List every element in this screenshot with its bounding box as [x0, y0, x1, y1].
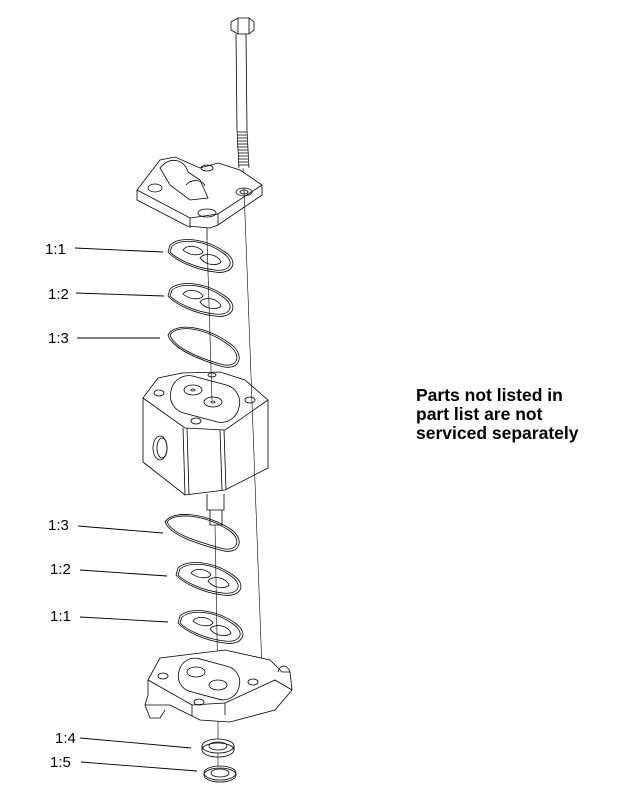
- callout-1-4: 1:4: [55, 730, 76, 747]
- callout-1-2-lower: 1:2: [50, 561, 71, 578]
- gasket-1-2-lower: [175, 562, 242, 596]
- bottom-plate: [144, 649, 293, 723]
- gasket-1-1-upper: [167, 239, 234, 273]
- top-cover: [136, 156, 263, 240]
- callout-1-3-lower: 1:3: [48, 517, 69, 534]
- bolt-thread: [236, 129, 250, 169]
- callout-1-5: 1:5: [50, 754, 71, 771]
- service-note-line-3: serviced separately: [416, 423, 579, 443]
- service-note-line-1: Parts not listed in: [416, 385, 563, 405]
- callout-1-2-upper: 1:2: [48, 286, 69, 303]
- service-note-line-2: part list are not: [416, 404, 543, 424]
- washer-1-5: [203, 765, 237, 783]
- o-ring-1-3-lower: [164, 514, 240, 552]
- bolt: [230, 17, 255, 189]
- service-note: Parts not listed in part list are not se…: [416, 386, 578, 443]
- leader-lines: [74, 247, 198, 772]
- callout-1-3-upper: 1:3: [48, 330, 69, 347]
- pump-body: [142, 371, 269, 526]
- gasket-1-1-lower: [177, 610, 244, 644]
- shaft-seal-1-4: [201, 738, 235, 758]
- callout-1-1-upper: 1:1: [45, 241, 66, 258]
- o-ring-1-3-upper: [167, 326, 240, 368]
- callout-1-1-lower: 1:1: [50, 608, 71, 625]
- gasket-1-2-upper: [167, 283, 234, 317]
